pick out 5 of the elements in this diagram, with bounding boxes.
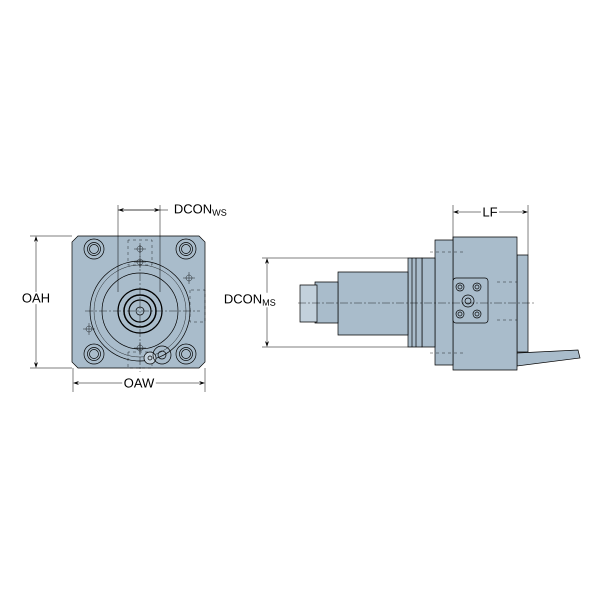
dimension-label: OAH	[20, 292, 52, 304]
dimension-label: DCON$_{MS}$	[222, 292, 278, 308]
dimension-label: OAW	[122, 376, 156, 390]
dimension-label: LF	[480, 206, 500, 218]
dimension-label: DCON$_{WS}$	[172, 202, 229, 218]
